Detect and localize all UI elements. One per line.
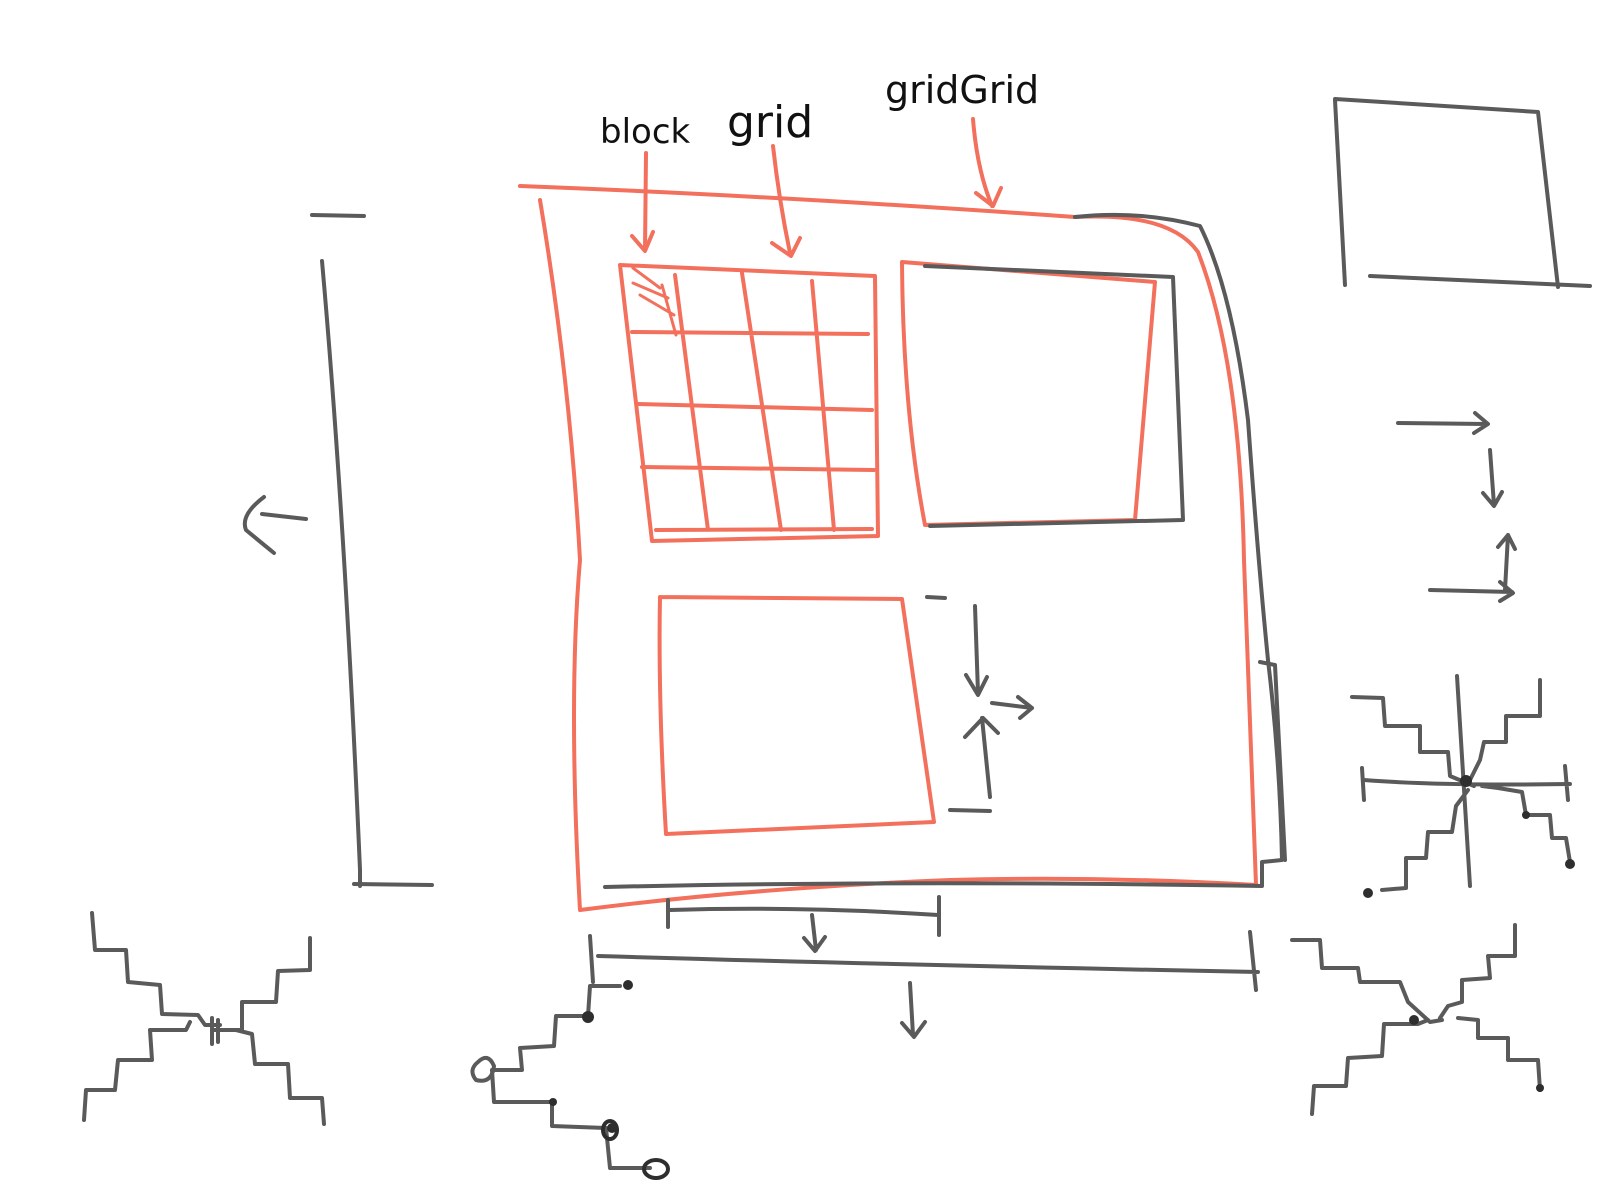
gray-layer	[82, 97, 1592, 1170]
stair-ring	[601, 1119, 619, 1141]
block-hatch	[631, 266, 678, 337]
stair-dots	[549, 775, 1575, 1133]
stair-dot	[1363, 888, 1373, 898]
height-measure-bar	[310, 213, 434, 888]
top-right-square	[1333, 97, 1592, 289]
stair-dot	[549, 1098, 557, 1106]
gridgrid-shadow-outline	[1073, 212, 1287, 887]
stair-dot	[623, 980, 633, 990]
label-grid: grid	[727, 97, 813, 148]
red-layer	[518, 117, 1258, 912]
stair-ring	[642, 1158, 670, 1180]
width-measure-small	[666, 895, 941, 953]
stair-dot	[1409, 1015, 1419, 1025]
right-arrows	[1396, 411, 1517, 603]
stair-dot	[1565, 859, 1575, 869]
gridgrid-outline	[518, 184, 1258, 912]
arrow-block-pointer	[630, 151, 655, 253]
stair-rings	[601, 1119, 670, 1180]
cell-top-right-red	[900, 260, 1157, 527]
width-measure-large	[588, 930, 1260, 1039]
label-block: block	[600, 112, 691, 152]
label-gridgrid: gridGrid	[885, 68, 1039, 112]
stair-dot	[582, 1011, 594, 1023]
resize-arrows-near-grid	[925, 595, 1034, 813]
stair-symbol-chain	[470, 984, 652, 1170]
stair-symbol-right-gear	[1350, 674, 1572, 892]
cell-top-right-gray	[923, 264, 1185, 528]
gridgrid-bottom-edge	[603, 881, 1264, 889]
grid-lines	[630, 271, 876, 532]
stair-dot	[1460, 775, 1472, 787]
cell-bottom-left	[657, 595, 936, 836]
stair-symbol-right-bottom	[1290, 923, 1542, 1116]
stair-symbol-left	[82, 911, 326, 1126]
arrow-gridgrid-pointer	[971, 117, 1003, 208]
left-arrow-symbol	[242, 495, 308, 555]
grid-block	[618, 263, 880, 543]
stair-dot	[1522, 811, 1530, 819]
stair-dot	[1536, 1084, 1544, 1092]
